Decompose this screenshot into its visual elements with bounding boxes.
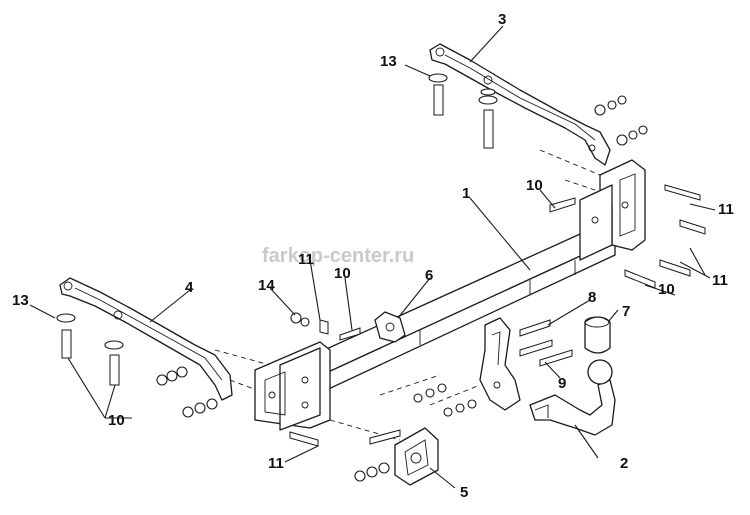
callout-5: 5 [460, 484, 468, 501]
callout-10-right: 10 [658, 281, 675, 298]
callout-labels: 3 13 1 10 11 11 10 4 13 10 11 10 14 6 8 … [12, 11, 734, 501]
part-3-right-side-bracket [429, 43, 611, 166]
tow-ball-mounting-plate [479, 317, 521, 411]
callout-10-top: 10 [526, 177, 543, 194]
callout-2: 2 [620, 455, 628, 472]
part-6-spacer [374, 311, 406, 343]
callout-14: 14 [258, 277, 275, 294]
leader-lines [29, 25, 716, 489]
callout-10-mid: 10 [334, 265, 351, 282]
callout-1: 1 [462, 185, 470, 202]
fasteners [56, 73, 706, 482]
callout-10-left: 10 [108, 412, 125, 429]
part-7-ball-cap [584, 316, 611, 354]
part-2-tow-ball-neck [529, 359, 616, 436]
callout-11-right: 11 [712, 272, 728, 289]
callout-13-left: 13 [12, 292, 29, 309]
callout-11-top-right: 11 [718, 201, 734, 218]
part-5-socket-bracket [394, 427, 439, 486]
callout-13-top: 13 [380, 53, 397, 70]
callout-11-bottom: 11 [268, 455, 284, 472]
callout-8: 8 [588, 289, 596, 306]
beam-left-mounting-plate [254, 341, 331, 431]
callout-11-mid: 11 [298, 251, 314, 268]
callout-3: 3 [498, 11, 506, 28]
watermark: farkop-center.ru [262, 245, 414, 267]
part-4-left-side-bracket [59, 277, 233, 401]
callout-7: 7 [622, 303, 630, 320]
beam-right-mounting-plate [579, 159, 646, 261]
callout-4: 4 [185, 279, 194, 296]
callout-9: 9 [558, 375, 566, 392]
callout-6: 6 [425, 267, 433, 284]
